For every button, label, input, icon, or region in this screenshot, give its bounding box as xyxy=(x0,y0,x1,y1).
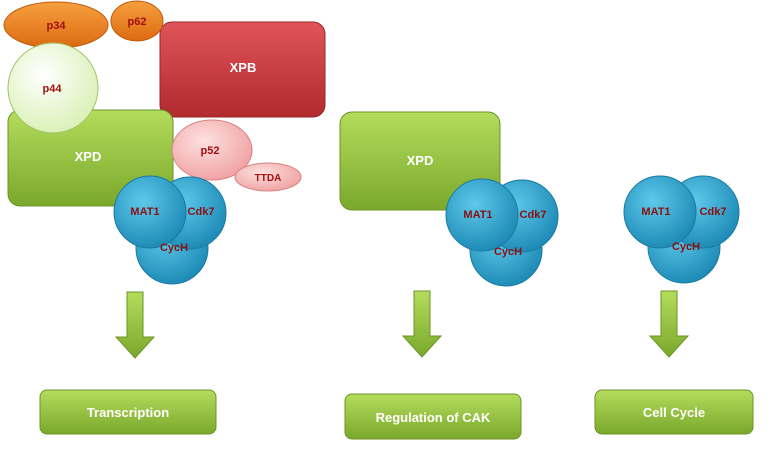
p52-ellipse xyxy=(171,119,253,181)
mat1-label: MAT1 xyxy=(463,209,492,221)
ttda-ellipse xyxy=(234,162,302,192)
outcome-regulation-of-cak: Regulation of CAK xyxy=(344,393,522,440)
regulation-label: Regulation of CAK xyxy=(376,410,491,425)
xpb-box xyxy=(159,21,326,118)
outcome-transcription: Transcription xyxy=(39,389,217,435)
arrow-regulation xyxy=(401,290,443,358)
tfiih-complex: XPB XPD p34 p62 p44 p52 TTDA MAT1 Cdk7 C… xyxy=(3,0,326,285)
p44-label: p44 xyxy=(43,83,63,95)
cell-cycle-label: Cell Cycle xyxy=(643,405,705,420)
mat1-label: MAT1 xyxy=(641,206,670,218)
outcome-cell-cycle: Cell Cycle xyxy=(594,389,754,435)
cdk7-label: Cdk7 xyxy=(520,209,547,221)
xpb-label: XPB xyxy=(230,60,257,75)
p34-label: p34 xyxy=(47,20,67,32)
p62-label: p62 xyxy=(128,16,147,28)
p62-ellipse xyxy=(110,0,164,42)
mat1-circle xyxy=(113,175,187,249)
arrow-cell-cycle xyxy=(648,290,690,358)
cych-label: CycH xyxy=(494,246,522,258)
regulation-box xyxy=(344,393,522,440)
transcription-label: Transcription xyxy=(87,405,169,420)
cdk7-label: Cdk7 xyxy=(700,206,727,218)
xpd-label: XPD xyxy=(75,149,102,164)
mat1-circle xyxy=(623,175,697,249)
xpd-box-2 xyxy=(339,111,501,211)
cych-label: CycH xyxy=(160,242,188,254)
cell-cycle-box xyxy=(594,389,754,435)
p44-circle xyxy=(7,42,99,134)
p52-label: p52 xyxy=(201,145,220,157)
cak-complex: MAT1 Cdk7 CycH xyxy=(623,175,740,284)
cak-group-2: MAT1 Cdk7 CycH xyxy=(445,178,559,287)
cak-group-1: MAT1 Cdk7 CycH xyxy=(113,175,227,285)
arrow-transcription xyxy=(114,291,156,359)
mat1-circle xyxy=(445,178,519,252)
transcription-box xyxy=(39,389,217,435)
cych-label: CycH xyxy=(672,241,700,253)
cdk7-label: Cdk7 xyxy=(188,206,215,218)
xpd-cak-complex: XPD MAT1 Cdk7 CycH xyxy=(339,111,559,287)
ttda-label: TTDA xyxy=(255,173,282,184)
xpd-label-2: XPD xyxy=(407,153,434,168)
mat1-label: MAT1 xyxy=(130,206,159,218)
